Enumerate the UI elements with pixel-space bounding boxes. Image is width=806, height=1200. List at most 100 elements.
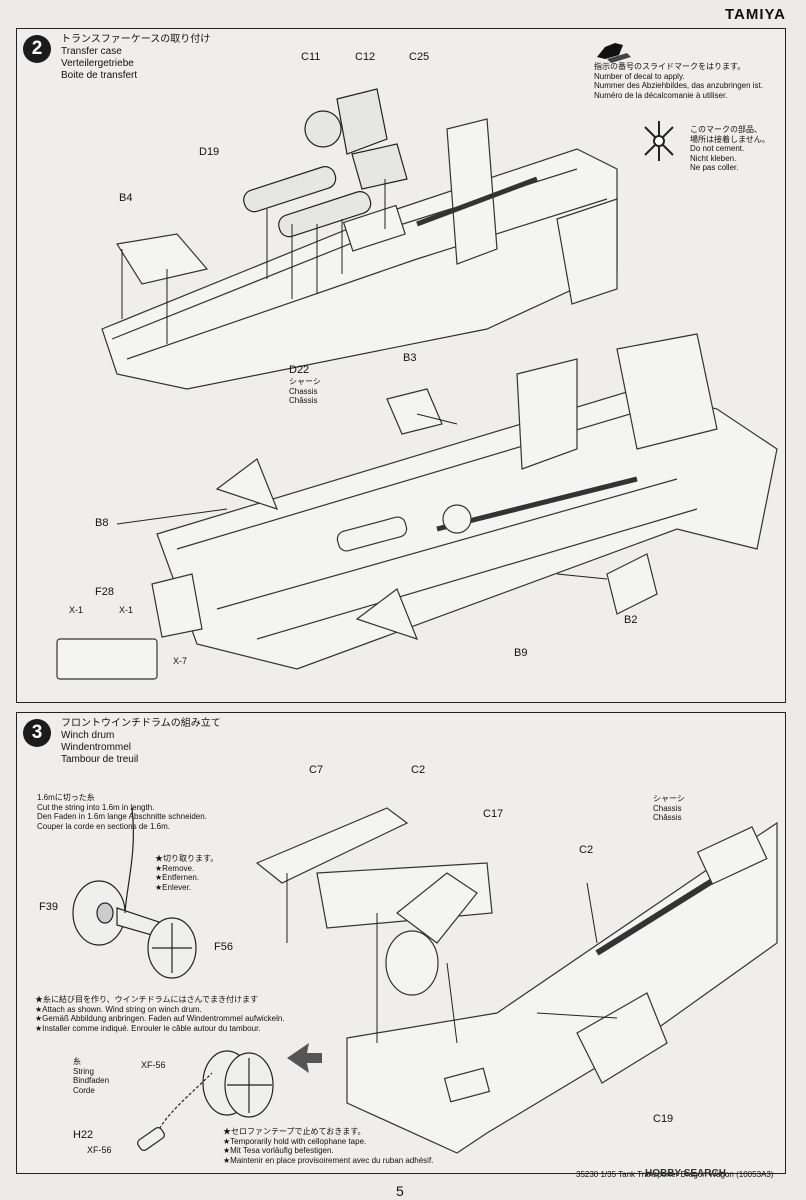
step-title-en: Winch drum <box>61 730 115 741</box>
cut-note-ja: 1.6mに切った糸 <box>37 793 95 802</box>
chassis-label: シャーシ Chassis Châssis <box>289 377 321 406</box>
lower-chassis-drawing <box>56 333 778 680</box>
no-cement-icon <box>644 121 674 161</box>
attach-note: ★糸に結び目を作り、ウインチドラムにはさんでまき付けます ★Attach as … <box>35 995 285 1033</box>
step-3-drawing <box>72 807 778 1154</box>
paint-label: XF-56 <box>141 1060 166 1070</box>
part-label: F28 <box>95 586 114 598</box>
decal-legend-fr: Numéro de la décalcomanie à utiliser. <box>594 90 728 100</box>
step-title-de: Windentrommel <box>61 742 132 753</box>
step-2-drawing <box>56 43 778 680</box>
chassis-en: Chassis <box>653 803 682 813</box>
remove-note-ja: ★切り取ります。 <box>155 854 219 863</box>
step-number: 3 <box>23 719 51 747</box>
string-label: 糸 String Bindfaden Corde <box>73 1057 109 1095</box>
string-fr: Corde <box>73 1085 95 1095</box>
tape-note-fr: ★Maintenir en place provisoirement avec … <box>223 1155 434 1165</box>
part-label: D22 <box>289 364 310 376</box>
part-label: B3 <box>403 352 417 364</box>
step-title: フロントウインチドラムの組み立て Winch drum Windentromme… <box>61 718 221 766</box>
step-title-ja: トランスファーケースの取り付け <box>61 34 211 45</box>
remove-note-de: ★Entfernen. <box>155 873 200 882</box>
part-label: X-7 <box>173 656 188 666</box>
part-label: C2 <box>411 764 426 776</box>
decal-icon <box>597 43 631 63</box>
watermark: HOBBY SEARCH <box>645 1168 726 1179</box>
attach-note-de: ★Gemäß Abbildung anbringen. Faden auf Wi… <box>35 1014 285 1023</box>
tape-note-de: ★Mit Tesa vorläufig befestigen. <box>223 1146 334 1155</box>
front-chassis-drawing <box>255 807 778 1154</box>
attach-note-en: ★Attach as shown. Wind string on winch d… <box>35 1004 202 1014</box>
step-title: トランスファーケースの取り付け Transfer case Verteilerg… <box>61 34 210 82</box>
step-number: 2 <box>23 35 51 63</box>
part-label: C11 <box>301 51 321 63</box>
no-cement-ja1: このマークの部品、 <box>690 125 762 134</box>
part-label: H22 <box>73 1129 94 1141</box>
remove-note-en: ★Remove. <box>155 863 195 873</box>
part-label: D19 <box>199 146 220 158</box>
tape-note-en: ★Temporarily hold with cellophane tape. <box>223 1136 367 1146</box>
remove-note: ★切り取ります。 ★Remove. ★Entfernen. ★Enlever. <box>155 854 218 892</box>
tape-note-ja: ★セロファンテープで止めておきます。 <box>223 1127 366 1136</box>
part-label: B8 <box>95 517 109 529</box>
attach-note-ja: ★糸に結び目を作り、ウインチドラムにはさんでまき付けます <box>35 995 259 1004</box>
string-de: Bindfaden <box>73 1076 110 1085</box>
cut-note-de: Den Faden in 1.6m lange Abschnitte schne… <box>37 812 207 821</box>
chassis-fr: Châssis <box>289 396 318 405</box>
transfer-case-parts <box>243 88 408 238</box>
no-cement-ja2: 場所は接着しません。 <box>690 134 770 144</box>
part-label: X-1 <box>69 605 84 615</box>
part-label: C19 <box>653 1113 674 1125</box>
part-label: C25 <box>409 51 430 63</box>
decal-legend: 指示の番号のスライドマークをはります。 Number of decal to a… <box>594 62 763 100</box>
no-cement-de: Nicht kleben. <box>690 153 737 163</box>
chassis-label: シャーシ Chassis Châssis <box>653 794 685 823</box>
step-title-en: Transfer case <box>61 46 122 57</box>
upper-chassis-drawing <box>101 118 618 390</box>
decal-legend-de: Nummer des Abziehbildes, das anzubringen… <box>594 81 763 90</box>
attach-note-fr: ★Installer comme indiqué. Enrouler le câ… <box>35 1023 261 1033</box>
string-en: String <box>73 1066 94 1076</box>
no-cement-fr: Ne pas coller. <box>690 163 739 172</box>
step-2-panel: 2 トランスファーケースの取り付け Transfer case Verteile… <box>16 28 786 703</box>
big-arrow-icon <box>287 1043 322 1073</box>
step-title-de: Verteilergetriebe <box>61 58 134 69</box>
chassis-ja: シャーシ <box>653 794 685 803</box>
string-ja: 糸 <box>73 1057 81 1066</box>
brand-logo: TAMIYA <box>724 6 786 23</box>
cut-note-fr: Couper la corde en sections de 1.6m. <box>37 821 170 831</box>
part-label: B4 <box>119 192 133 204</box>
page-number: 5 <box>396 1183 404 1199</box>
decal-legend-ja: 指示の番号のスライドマークをはります。 <box>594 62 746 71</box>
part-label: F39 <box>39 901 58 913</box>
no-cement-legend: このマークの部品、 場所は接着しません。 Do not cement. Nich… <box>690 125 770 173</box>
assembly-arrows <box>121 179 386 344</box>
part-label: C17 <box>483 808 504 820</box>
part-label: X-1 <box>119 605 134 615</box>
step-3-panel: 3 フロントウインチドラムの組み立て Winch drum Windentrom… <box>16 712 786 1174</box>
part-label: C2 <box>579 844 594 856</box>
decal-legend-en: Number of decal to apply. <box>594 71 685 81</box>
lower-arrows <box>116 413 608 580</box>
part-label: B2 <box>624 614 638 626</box>
chassis-ja: シャーシ <box>289 377 321 386</box>
step-3-arrows <box>286 873 618 1044</box>
part-label: C7 <box>309 764 324 776</box>
no-cement-en: Do not cement. <box>690 144 745 153</box>
step-title-fr: Tambour de treuil <box>61 754 139 765</box>
part-label: B9 <box>514 647 528 659</box>
tape-note: ★セロファンテープで止めておきます。 ★Temporarily hold wit… <box>223 1127 433 1165</box>
chassis-en: Chassis <box>289 386 318 396</box>
step-title-fr: Boite de transfert <box>61 70 138 81</box>
part-label: F56 <box>214 941 233 953</box>
winch-rope-assembly <box>137 1050 274 1151</box>
part-label: C12 <box>355 51 376 63</box>
cut-note-en: Cut the string into 1.6m in length. <box>37 802 155 812</box>
product-reference: 35230 1/35 Tank Transporter Dragon Wagon… <box>576 1170 774 1179</box>
paint-label: XF-56 <box>87 1145 112 1155</box>
remove-note-fr: ★Enlever. <box>155 882 192 892</box>
cut-string-note: 1.6mに切った糸 Cut the string into 1.6m in le… <box>37 793 207 831</box>
step-title-ja: フロントウインチドラムの組み立て <box>61 718 221 729</box>
chassis-fr: Châssis <box>653 813 682 822</box>
